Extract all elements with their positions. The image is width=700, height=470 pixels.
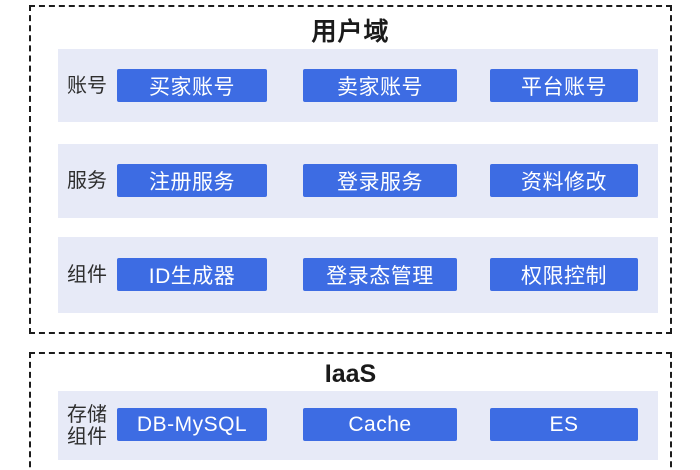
node-login-state-manager: 登录态管理 <box>303 258 457 291</box>
node-platform-account: 平台账号 <box>490 69 638 102</box>
row-label-services: 服务 <box>67 170 107 192</box>
domain-title-user: 用户域 <box>311 18 390 46</box>
node-cache: Cache <box>303 408 457 441</box>
domain-title-iaas: IaaS <box>324 360 377 388</box>
node-register-service: 注册服务 <box>117 164 267 197</box>
row-band-accounts: 账号 买家账号 卖家账号 平台账号 <box>58 49 658 122</box>
row-band-components: 组件 ID生成器 登录态管理 权限控制 <box>58 237 658 313</box>
row-band-storage: 存储组件 DB-MySQL Cache ES <box>58 391 658 460</box>
node-login-service: 登录服务 <box>303 164 457 197</box>
node-permission-control: 权限控制 <box>490 258 638 291</box>
row-label-storage: 存储组件 <box>67 403 107 448</box>
domain-box-iaas: IaaS 存储组件 DB-MySQL Cache ES <box>29 352 672 470</box>
domain-box-user: 用户域 账号 买家账号 卖家账号 平台账号 服务 注册服务 登录服务 资料修改 … <box>29 5 672 334</box>
node-es: ES <box>490 408 638 441</box>
row-label-accounts: 账号 <box>67 74 107 97</box>
node-id-generator: ID生成器 <box>117 258 267 291</box>
node-profile-edit: 资料修改 <box>490 164 638 197</box>
row-label-components: 组件 <box>67 264 107 286</box>
row-band-services: 服务 注册服务 登录服务 资料修改 <box>58 144 658 218</box>
node-db-mysql: DB-MySQL <box>117 408 267 441</box>
node-seller-account: 卖家账号 <box>303 69 457 102</box>
node-buyer-account: 买家账号 <box>117 69 267 102</box>
